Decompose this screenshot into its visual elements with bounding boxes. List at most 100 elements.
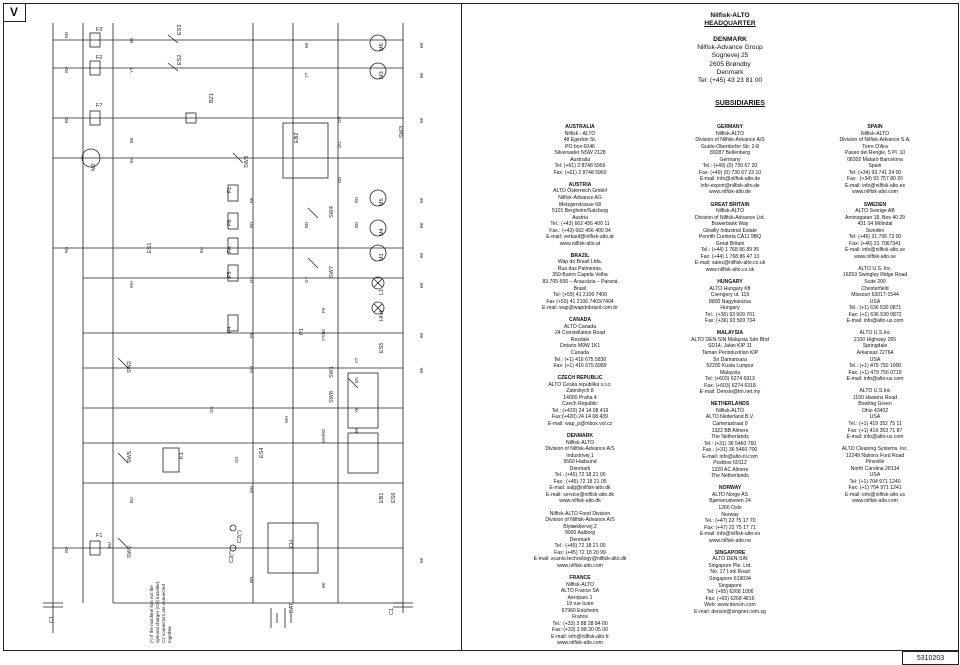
address-line: www.nilfisk-alto.at xyxy=(559,240,601,247)
address-line: E-mail: scanio.technology@nilfisk-alto.d… xyxy=(533,556,627,563)
address-line: Fax.: (+31) 36 5460 700 xyxy=(702,447,758,454)
svg-text:RD: RD xyxy=(64,117,69,123)
svg-text:WH: WH xyxy=(249,486,254,493)
address-line: Wap do Brasil Ltda. xyxy=(557,259,603,266)
svg-text:BK: BK xyxy=(354,427,359,433)
address-line: Arkansas 72764 xyxy=(856,350,894,356)
address-line: www.nilfisk-alto.com xyxy=(852,189,898,196)
address-line: Tel.: (+1) 416 675 5830 xyxy=(553,356,607,363)
address-line: www.nilfisk-alto.com xyxy=(557,562,603,569)
address-line: E-mail: Densin@tm.net.my xyxy=(699,389,761,396)
svg-text:BU: BU xyxy=(107,542,112,548)
address-line: Division of Nilfisk-Advance A/S xyxy=(695,137,765,144)
svg-text:F7: F7 xyxy=(96,103,102,109)
address-line: Great Britain xyxy=(715,240,745,247)
address-line: Pineville xyxy=(865,459,885,466)
address-line: Bowerbank Way xyxy=(711,221,749,228)
svg-text:C2(*): C2(*) xyxy=(229,550,235,563)
svg-text:WH/RD: WH/RD xyxy=(321,429,326,443)
address-line: Tel.: (+43) 662 456 400 11 xyxy=(550,221,610,228)
svg-text:F3: F3 xyxy=(96,27,102,33)
svg-text:BK: BK xyxy=(419,222,424,228)
svg-text:F1: F1 xyxy=(96,533,102,539)
svg-text:RD: RD xyxy=(354,197,359,203)
svg-text:C1: C1 xyxy=(49,616,55,623)
svg-text:BK: BK xyxy=(419,282,424,288)
svg-text:BZ1: BZ1 xyxy=(209,93,215,103)
address-line: E-mail: info@nilfisk-alto.fr xyxy=(551,633,609,640)
address-line: Tel: (+34) 93 741 24 00 xyxy=(848,169,902,176)
svg-text:ES5: ES5 xyxy=(379,343,385,353)
address-line: ALTO U.S.Inc xyxy=(859,388,891,395)
schematic-note-line: C2 connectors are connected xyxy=(161,584,166,643)
svg-text:FA: FA xyxy=(227,246,233,253)
address-line: 89287 Bellenberg xyxy=(710,150,750,157)
svg-text:M2: M2 xyxy=(91,163,97,171)
address-line: Industrivej 1 xyxy=(566,452,594,459)
address-line: Blytækkervej 2 xyxy=(563,523,597,530)
address-line: ALTO U.S.Inc xyxy=(859,330,891,337)
address-line: 2100 Highway 265 xyxy=(853,336,897,343)
svg-text:SW7: SW7 xyxy=(329,266,335,278)
address-line: ALTO Nederland B.V. xyxy=(705,414,755,421)
svg-text:BU: BU xyxy=(129,157,134,163)
svg-text:SW4: SW4 xyxy=(329,206,335,218)
address-line: Germany xyxy=(719,156,741,163)
svg-text:BK: BK xyxy=(419,557,424,563)
country-heading: GREAT BRITAIN xyxy=(710,201,750,208)
address-line: Nilfisk-ALTO xyxy=(715,208,745,215)
address-line: 48 Egerton St. xyxy=(563,137,597,144)
svg-text:OG: OG xyxy=(234,456,239,463)
address-line: Fax: (+65) 6268 4816 xyxy=(705,595,755,602)
svg-text:WH: WH xyxy=(249,366,254,373)
address-line: Tel: (+1) 704 971 1240 xyxy=(849,478,901,485)
address-line: Fax: (+44) 1 768 86 47 13 xyxy=(700,253,760,260)
svg-text:SW5: SW5 xyxy=(127,451,133,463)
schematic-note-line: together. xyxy=(167,625,172,643)
hq-spacer xyxy=(640,28,820,36)
svg-text:M3: M3 xyxy=(379,71,385,79)
svg-text:L1: L1 xyxy=(379,289,385,295)
address-line: Singapore Pte. Ltd. xyxy=(708,562,752,569)
svg-text:BN: BN xyxy=(354,377,359,383)
address-line: USA xyxy=(869,298,881,305)
address-line: ALTO Ceská republika s.r.o. xyxy=(548,381,612,388)
address-line: Chesterfield xyxy=(861,285,889,292)
svg-text:RD: RD xyxy=(64,547,69,553)
address-line: PO box 6046 xyxy=(565,143,595,150)
svg-text:C1: C1 xyxy=(389,608,395,615)
svg-text:C2(*): C2(*) xyxy=(237,530,243,543)
svg-text:YE: YE xyxy=(354,407,359,413)
address-line: Fax : (+34) 93 757 80 20 xyxy=(847,176,903,183)
address-line: Nilfisk - ALTO xyxy=(564,130,596,137)
svg-text:BU: BU xyxy=(199,247,204,253)
address-line: Sri Damansara xyxy=(713,356,747,363)
address-line: Sweden xyxy=(865,227,885,234)
address-line: Tel: (+65) 6268 1006 xyxy=(706,589,754,596)
svg-text:RD: RD xyxy=(337,177,342,183)
address-line: E-mail: info@nilfisk-alto.no xyxy=(699,531,761,538)
svg-text:ES3: ES3 xyxy=(177,25,183,35)
address-line: Brasil xyxy=(573,285,587,292)
address-line: Fax: (+33) 3 88 30 05 00 xyxy=(552,627,608,634)
svg-text:GY: GY xyxy=(304,277,309,283)
address-line: Guido-Oberdorfer-Str. 2-8 xyxy=(700,143,760,150)
address-line: Bowling Green xyxy=(858,401,892,408)
address-line: Rexdale xyxy=(570,336,590,343)
svg-text:SW8: SW8 xyxy=(329,391,335,403)
address-line: ALTO DEN-SIN xyxy=(712,556,748,563)
country-heading: CANADA xyxy=(568,317,592,324)
address-line: ALTO Sverige AB xyxy=(855,208,895,215)
hq-line: 2605 Brøndby xyxy=(709,60,751,68)
address-line: Info-export@nilfisk-alto.de xyxy=(700,182,760,189)
